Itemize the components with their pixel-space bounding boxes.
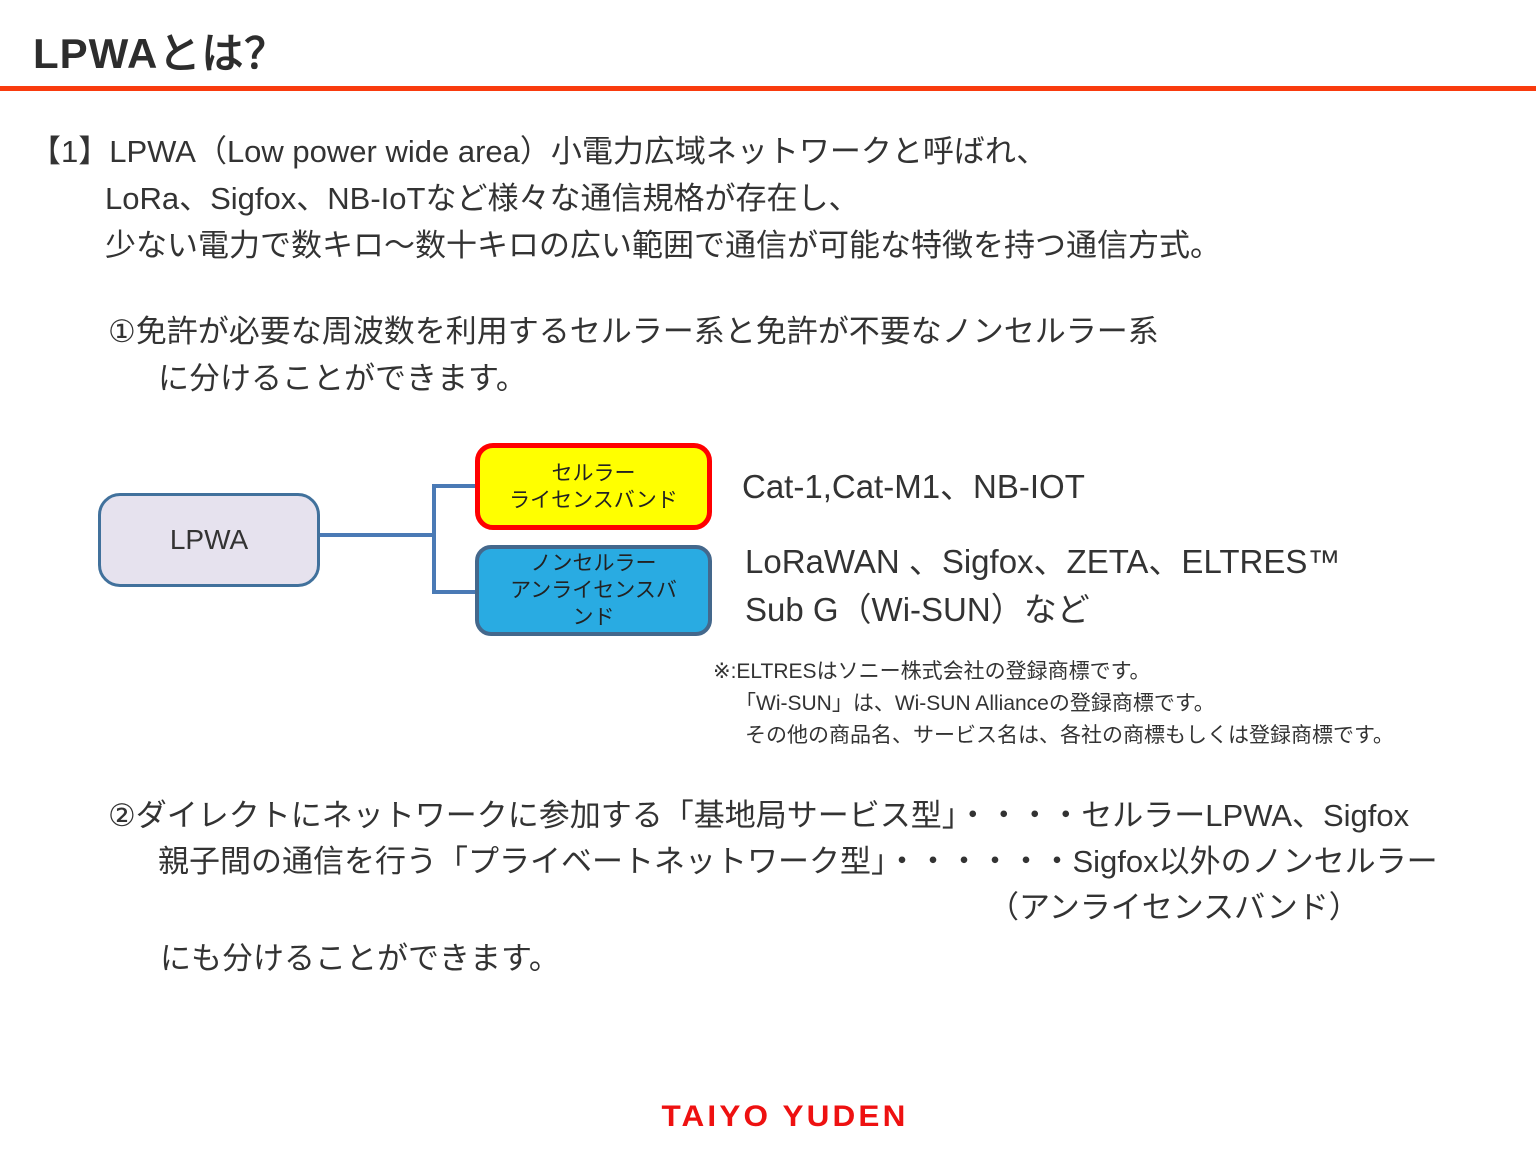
connector-line-vertical <box>432 484 436 594</box>
cellular-examples-text: Cat‐1,Cat-M1、NB-IOT <box>742 468 1085 505</box>
lpwa-root-box: LPWA <box>98 493 320 587</box>
trademark-note-line-1: ※:ELTRESはソニー株式会社の登録商標です。 <box>713 660 1151 683</box>
point-2-line-2: 親子間の通信を行う「プライベートネットワーク型」・・・・・・Sigfox以外のノ… <box>158 844 1438 879</box>
connector-line-top-stub <box>432 484 477 488</box>
point-2-line-3: （アンライセンスバンド） <box>988 890 1360 925</box>
lpwa-root-label: LPWA <box>169 524 249 555</box>
noncellular-examples-line-1: LoRaWAN 、Sigfox、ZETA、ELTRES™ <box>745 543 1341 580</box>
trademark-note-line-3: その他の商品名、サービス名は、各社の商標もしくは登録商標です。 <box>745 724 1394 747</box>
trademark-note-line-2: 「Wi-SUN」は、Wi-SUN Allianceの登録商標です。 <box>735 692 1215 715</box>
noncellular-box-line-2: アンライセンスバ <box>510 579 677 602</box>
point-2-line-1: ②ダイレクトにネットワークに参加する「基地局サービス型」・・・・セルラーLPWA… <box>108 798 1410 833</box>
point-1-line-2: に分けることができます。 <box>158 361 527 396</box>
connector-line-bottom-stub <box>432 590 477 594</box>
noncellular-examples-text: LoRaWAN 、Sigfox、ZETA、ELTRES™ Sub G（Wi-SU… <box>745 538 1340 634</box>
point-2-paragraph: ②ダイレクトにネットワークに参加する「基地局サービス型」・・・・セルラーLPWA… <box>108 793 1438 982</box>
noncellular-examples-line-2: Sub G（Wi-SUN）など <box>745 591 1090 628</box>
taiyo-yuden-logo: TAIYO YUDEN <box>661 1100 909 1133</box>
intro-line-1: 【1】LPWA（Low power wide area）小電力広域ネットワークと… <box>30 134 1048 169</box>
cellular-box-line-1: セルラー <box>551 461 636 485</box>
page-title: LPWAとは？ <box>33 30 288 77</box>
trademark-note: ※:ELTRESはソニー株式会社の登録商標です。 「Wi-SUN」は、Wi-SU… <box>713 656 1394 752</box>
noncellular-box-line-3: ンド <box>572 606 615 629</box>
intro-paragraph: 【1】LPWA（Low power wide area）小電力広域ネットワークと… <box>30 128 1221 269</box>
noncellular-box-line-1: ノンセルラー <box>530 552 657 575</box>
point-1-line-1: ①免許が必要な周波数を利用するセルラー系と免許が不要なノンセルラー系 <box>108 314 1159 349</box>
noncellular-unlicensed-band-box: ノンセルラー アンライセンスバ ンド <box>475 545 712 636</box>
point-1-paragraph: ①免許が必要な周波数を利用するセルラー系と免許が不要なノンセルラー系 に分けるこ… <box>108 308 1159 402</box>
point-2-line-4: にも分けることができます。 <box>160 941 560 976</box>
title-divider <box>0 86 1536 91</box>
cellular-box-line-2: ライセンスバンド <box>509 488 678 512</box>
intro-line-2: LoRa、Sigfox、NB-IoTなど様々な通信規格が存在し、 <box>105 181 860 216</box>
intro-line-3: 少ない電力で数キロ～数十キロの広い範囲で通信が可能な特徴を持つ通信方式。 <box>105 228 1221 263</box>
cellular-licensed-band-box: セルラー ライセンスバンド <box>475 443 712 530</box>
connector-line-horizontal <box>320 533 434 537</box>
